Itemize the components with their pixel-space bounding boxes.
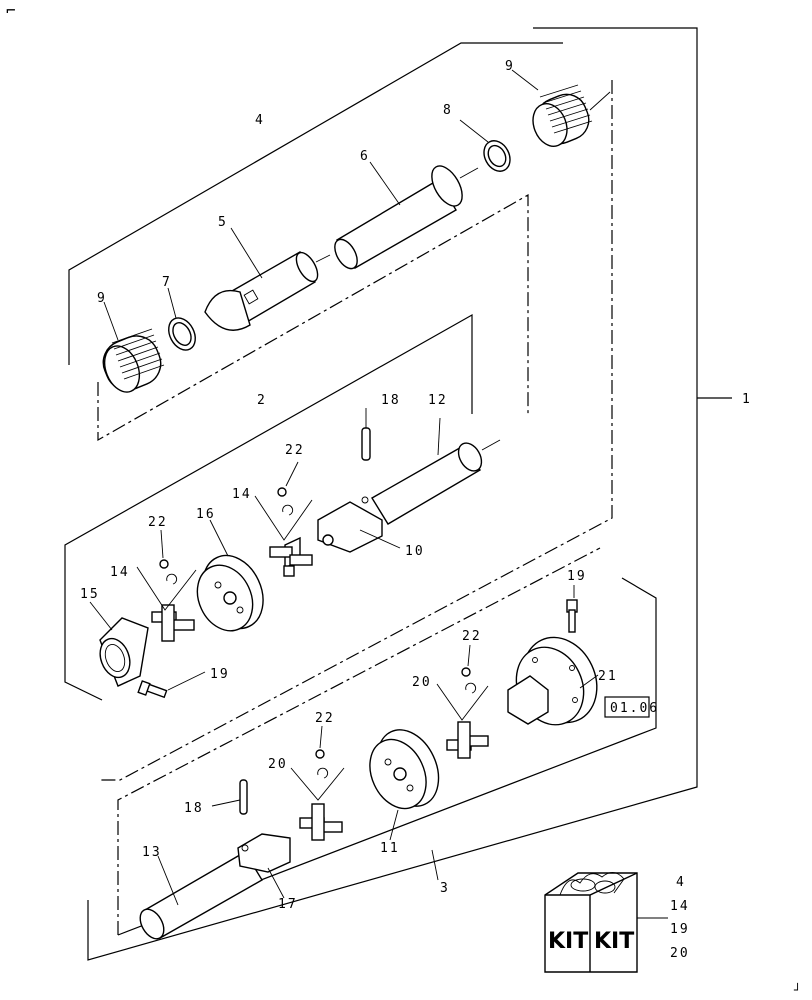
callout-22-b: 22: [148, 515, 168, 530]
pin-18-lower: [239, 779, 248, 815]
callout-22-a: 22: [285, 443, 305, 458]
threaded-cap-top: [532, 84, 611, 147]
flange-16: [196, 554, 264, 632]
callout-19-upper: 19: [567, 569, 587, 584]
callout-4: 4: [255, 113, 265, 128]
callout-9-top: 9: [505, 59, 515, 74]
bolt-19-upper: [566, 599, 578, 633]
kit-item-4: 4: [676, 875, 686, 890]
tube-12: [371, 439, 501, 525]
callout-20-upper: 20: [412, 675, 432, 690]
corner-mark-bottom-right: ┘: [793, 982, 801, 997]
cross-joint-20-lower: [290, 749, 345, 841]
callout-3: 3: [440, 881, 450, 896]
callout-8: 8: [443, 103, 453, 118]
kit-item-19: 19: [670, 922, 690, 937]
callout-11: 11: [380, 841, 400, 856]
cross-joint-lower: [136, 559, 197, 642]
bolt-19-lower: [137, 680, 168, 699]
callout-labels: 1 2 3 4 5 6 7 8 9 9 10 11 12 13 14 14 15…: [80, 59, 752, 912]
leader-lines: [89, 69, 599, 906]
yoke-17: [237, 833, 291, 873]
callout-22-c: 22: [462, 629, 482, 644]
callout-15: 15: [80, 587, 100, 602]
kit-box: KIT KIT: [544, 872, 668, 973]
callout-6: 6: [360, 149, 370, 164]
reference-box: 01.06: [604, 696, 659, 718]
callout-14-upper: 14: [232, 487, 252, 502]
callout-7: 7: [162, 275, 172, 290]
clutch-housing-21: [507, 636, 598, 726]
threaded-cap-left: [102, 328, 165, 393]
ring-7: [168, 317, 196, 351]
splined-yoke-15: [99, 617, 149, 687]
yoke-10: [317, 496, 383, 553]
callout-20-lower: 20: [268, 757, 288, 772]
assembly-2-bracket: [64, 313, 473, 701]
kit-label-left: KIT: [548, 929, 588, 954]
callout-17: 17: [278, 897, 298, 912]
callout-9-left: 9: [97, 291, 107, 306]
callout-22-d: 22: [315, 711, 335, 726]
reference-box-label: 01.06: [610, 701, 659, 716]
callout-21: 21: [598, 669, 618, 684]
kit-item-14: 14: [670, 899, 690, 914]
callout-18-upper: 18: [381, 393, 401, 408]
pin-18-upper: [361, 427, 371, 461]
callout-19-lower: 19: [210, 667, 230, 682]
callout-1: 1: [742, 392, 752, 407]
callout-10: 10: [405, 544, 425, 559]
cross-joint-upper: [254, 487, 313, 577]
assembly-3-bracket: [117, 547, 657, 936]
corner-mark-top-left: ⌐: [6, 1, 16, 20]
assembly-1-bracket: [87, 27, 732, 961]
callout-14-lower: 14: [110, 565, 130, 580]
kit-contents-list: 4 14 19 20: [670, 875, 690, 961]
cross-joint-20-upper: [436, 667, 489, 759]
callout-5: 5: [218, 215, 228, 230]
callout-16: 16: [196, 507, 216, 522]
kit-item-20: 20: [670, 946, 690, 961]
callout-18-lower: 18: [184, 801, 204, 816]
assembly-4-bracket: [68, 42, 613, 781]
callout-12: 12: [428, 393, 448, 408]
kit-label-right: KIT: [594, 929, 634, 954]
callout-13: 13: [142, 845, 162, 860]
flange-11: [369, 729, 440, 810]
ring-8: [483, 140, 511, 172]
tube-6: [334, 165, 479, 270]
callout-2: 2: [257, 393, 267, 408]
tube-13: [139, 851, 263, 940]
tube-5: [204, 251, 331, 331]
